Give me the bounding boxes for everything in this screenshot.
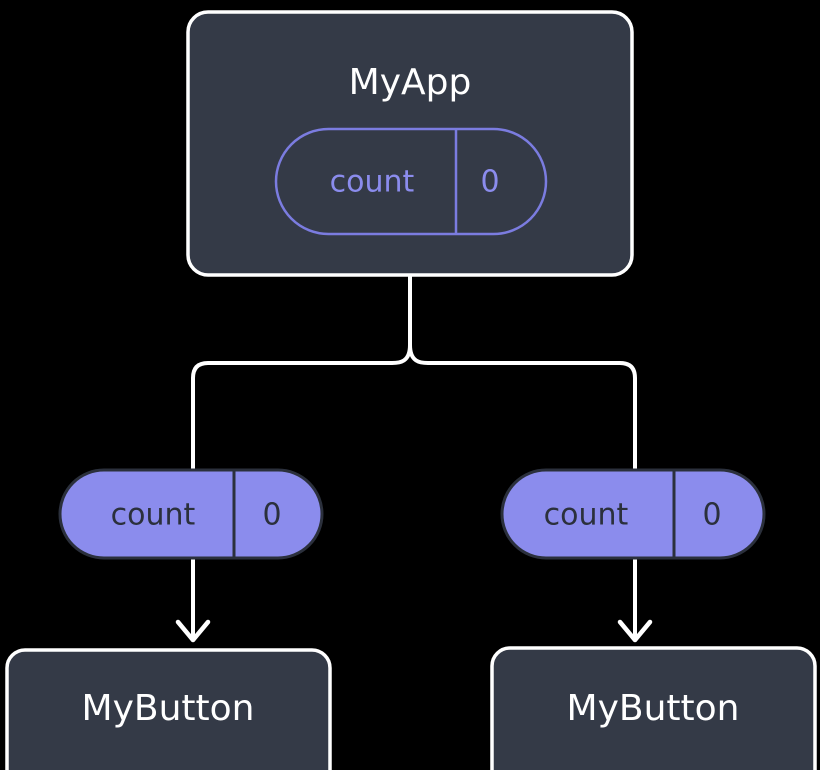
- arrowhead-right-icon: [617, 619, 653, 643]
- prop-pill-left[interactable]: count 0: [58, 468, 324, 560]
- state-capsule-value: 0: [480, 165, 499, 200]
- prop-pill-right[interactable]: count 0: [500, 468, 766, 560]
- node-mybutton-right[interactable]: MyButton: [490, 646, 817, 770]
- node-myapp[interactable]: MyApp count 0: [186, 10, 634, 277]
- mybutton-left-box[interactable]: [5, 648, 332, 770]
- mybutton-left-label: MyButton: [82, 688, 255, 729]
- myapp-state-capsule[interactable]: count 0: [274, 127, 548, 236]
- arrowhead-left-icon: [175, 619, 211, 643]
- prop-pill-right-key: count: [544, 498, 629, 533]
- myapp-label: MyApp: [349, 62, 472, 103]
- mybutton-right-box[interactable]: [490, 646, 817, 770]
- prop-pill-left-key: count: [111, 498, 196, 533]
- state-capsule-key: count: [330, 165, 415, 200]
- prop-pill-right-value: 0: [702, 498, 721, 533]
- wire-branch-right: [408, 343, 637, 472]
- prop-pill-left-body[interactable]: [58, 468, 324, 560]
- mybutton-right-label: MyButton: [567, 688, 740, 729]
- myapp-box[interactable]: [186, 10, 634, 277]
- prop-pill-right-body[interactable]: [500, 468, 766, 560]
- node-mybutton-left[interactable]: MyButton: [5, 648, 332, 770]
- prop-pill-left-value: 0: [262, 498, 281, 533]
- state-capsule-outline: [274, 127, 548, 236]
- wire-branch-left: [191, 343, 412, 472]
